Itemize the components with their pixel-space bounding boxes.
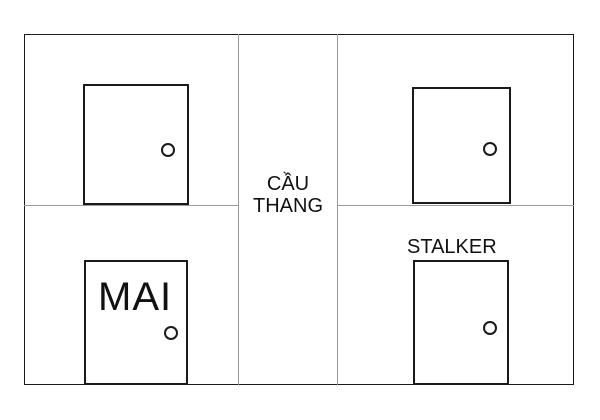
door-mai-icon[interactable]	[84, 260, 188, 385]
door-top-left-icon[interactable]	[83, 84, 189, 205]
stairs-label: CẦU THANG	[240, 173, 336, 217]
door-knob-icon	[483, 142, 497, 156]
room-label-stalker: STALKER	[407, 236, 497, 258]
outer-wall	[24, 34, 574, 385]
divider-left-stairwell	[238, 34, 239, 385]
divider-left-rooms	[24, 205, 238, 206]
door-knob-icon	[161, 143, 175, 157]
stairs-label-line1: CẦU	[266, 173, 310, 195]
stairs-label-line2: THANG	[253, 195, 323, 217]
door-stalker-icon[interactable]	[413, 260, 509, 385]
door-knob-icon	[164, 326, 178, 340]
door-knob-icon	[483, 321, 497, 335]
room-label-mai: MAI	[98, 275, 173, 319]
divider-right-rooms	[337, 205, 574, 206]
divider-right-stairwell	[337, 34, 338, 385]
door-top-right-icon[interactable]	[412, 87, 511, 204]
